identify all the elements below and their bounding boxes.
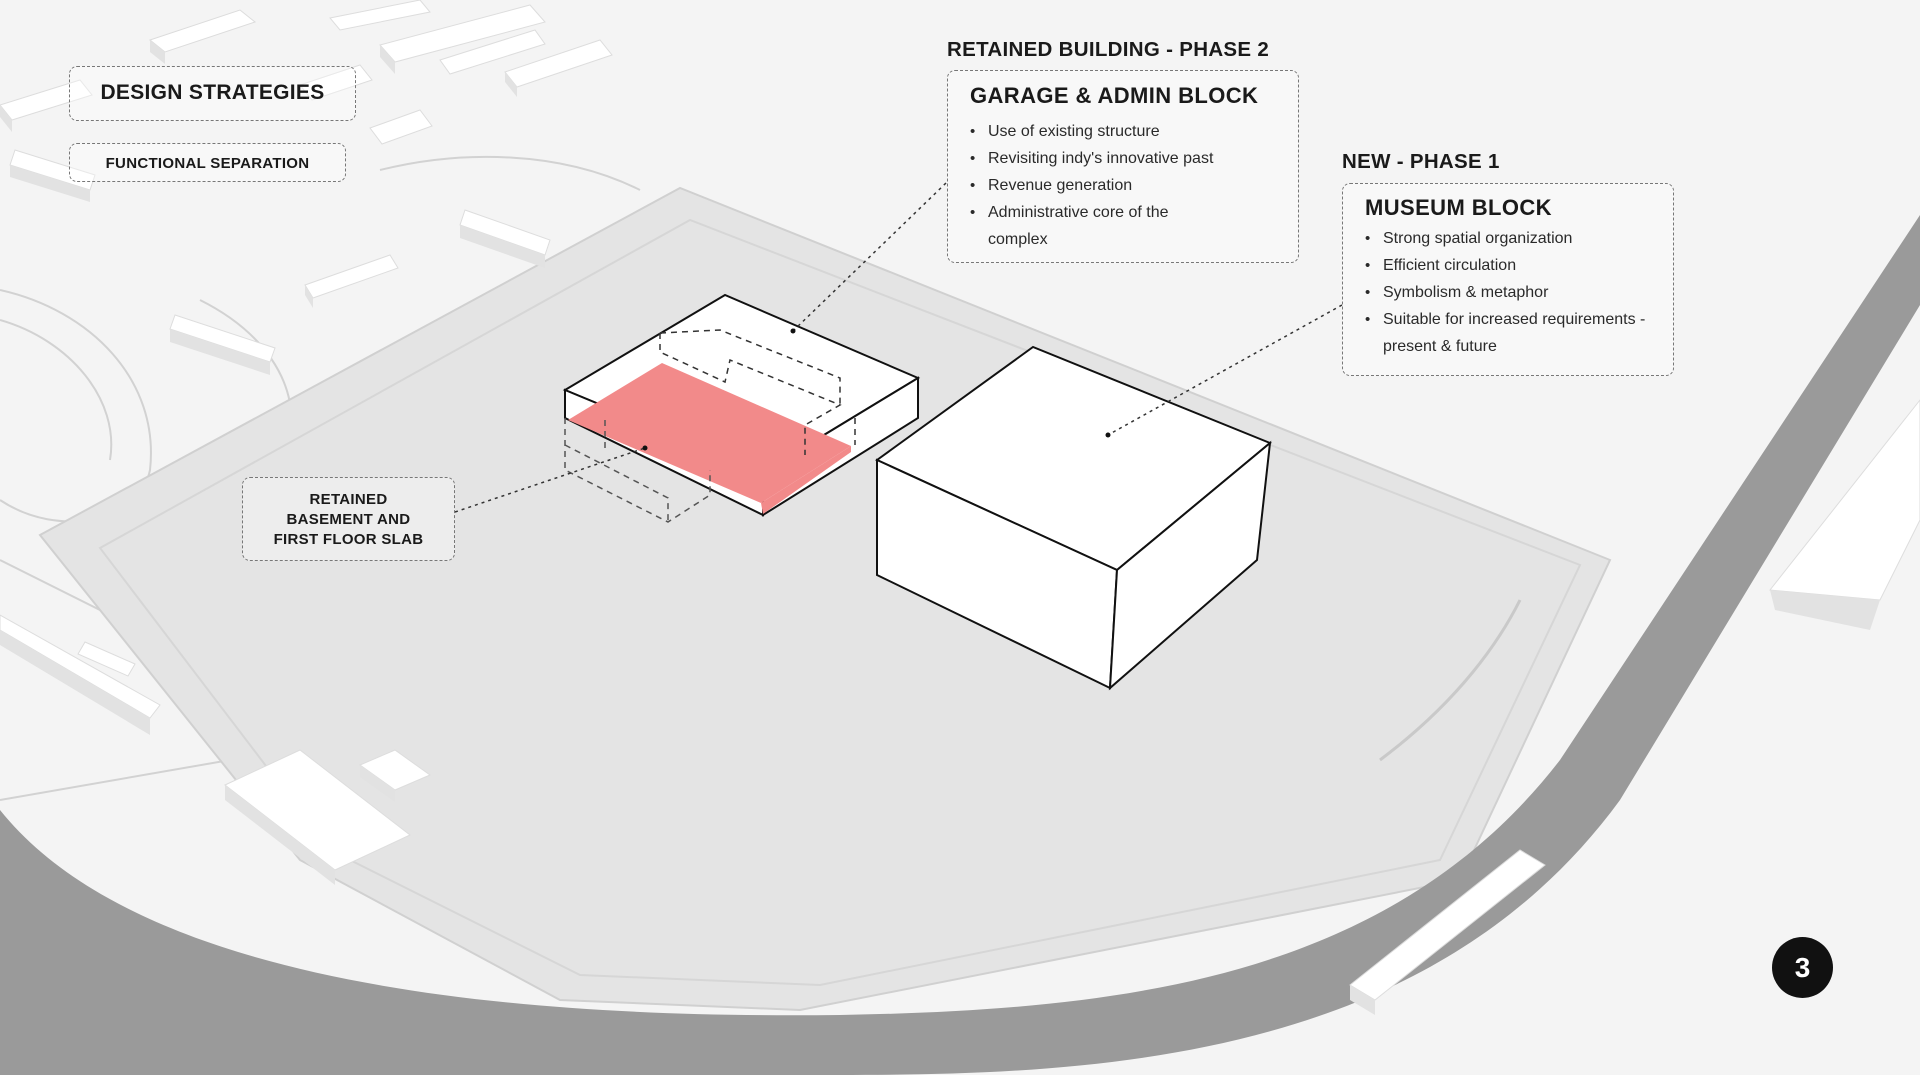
context-building <box>1769 399 1920 630</box>
new-phase-label: NEW - PHASE 1 <box>1342 150 1500 173</box>
garage-dashed-outline <box>659 329 841 405</box>
garage-admin-callout: GARAGE & ADMIN BLOCK Use of existing str… <box>947 70 1299 263</box>
museum-callout: MUSEUM BLOCK Strong spatial organization… <box>1342 183 1674 376</box>
context-building <box>459 209 551 268</box>
leader-garage <box>792 182 947 332</box>
retained-phase-label: RETAINED BUILDING - PHASE 2 <box>947 38 1270 61</box>
museum-block <box>875 345 1272 691</box>
leader-basement <box>454 447 646 513</box>
context-building <box>439 29 546 75</box>
page-number-badge: 3 <box>1772 937 1833 998</box>
site-inner-edge <box>98 218 1582 987</box>
design-strategies-box: DESIGN STRATEGIES <box>69 66 356 121</box>
context-building <box>329 0 431 31</box>
basement-label-line: BASEMENT AND <box>286 511 411 528</box>
context-building <box>504 39 613 97</box>
context-building <box>77 641 136 677</box>
site-curve-mark <box>1379 599 1522 762</box>
garage-dashed-outline <box>659 333 842 455</box>
bullet-item: Revenue generation <box>970 172 1280 199</box>
garage-admin-bullets: Use of existing structure Revisiting ind… <box>970 118 1280 253</box>
basement-dashed-outline <box>564 418 711 523</box>
basement-dashed-outline <box>564 444 669 522</box>
site-platform <box>38 186 1612 1012</box>
context-building <box>224 749 411 885</box>
bullet-item: Use of existing structure <box>970 118 1280 145</box>
context-building <box>379 4 546 74</box>
functional-separation-label: FUNCTIONAL SEPARATION <box>105 155 310 172</box>
context-building <box>0 614 161 735</box>
basement-callout: RETAINED BASEMENT AND FIRST FLOOR SLAB <box>242 477 455 561</box>
road <box>0 215 1920 1075</box>
leader-lines <box>454 182 1343 513</box>
garage-admin-title: GARAGE & ADMIN BLOCK <box>970 83 1259 108</box>
basement-label-line: FIRST FLOOR SLAB <box>273 531 424 548</box>
garage-admin-block <box>562 293 921 523</box>
museum-title: MUSEUM BLOCK <box>1365 195 1552 220</box>
retained-slab-highlight <box>568 363 851 503</box>
context-building <box>1349 849 1546 1015</box>
bullet-item: Efficient circulation <box>1365 252 1660 279</box>
bullet-item: Administrative core of the complex <box>970 199 1218 253</box>
leader-dots <box>642 328 1111 451</box>
context-building <box>169 314 276 375</box>
bullet-item: Symbolism & metaphor <box>1365 279 1660 306</box>
museum-block-right <box>1108 440 1272 691</box>
context-building <box>369 109 433 145</box>
bullet-item: Strong spatial organization <box>1365 225 1660 252</box>
retained-slab-highlight-side <box>761 446 851 514</box>
bullet-item: Revisiting indy's innovative past <box>970 145 1280 172</box>
design-strategies-title: DESIGN STRATEGIES <box>100 81 325 104</box>
leader-museum <box>1107 304 1343 436</box>
basement-label: RETAINED BASEMENT AND FIRST FLOOR SLAB <box>243 490 454 550</box>
context-building <box>148 9 257 64</box>
context-building <box>304 254 399 308</box>
museum-bullets: Strong spatial organization Efficient ci… <box>1365 225 1660 360</box>
context-buildings <box>0 0 1920 1015</box>
functional-separation-box: FUNCTIONAL SEPARATION <box>69 143 346 182</box>
bullet-item: Suitable for increased requirements - pr… <box>1365 306 1653 360</box>
context-building <box>358 749 432 802</box>
basement-label-line: RETAINED <box>309 491 388 508</box>
